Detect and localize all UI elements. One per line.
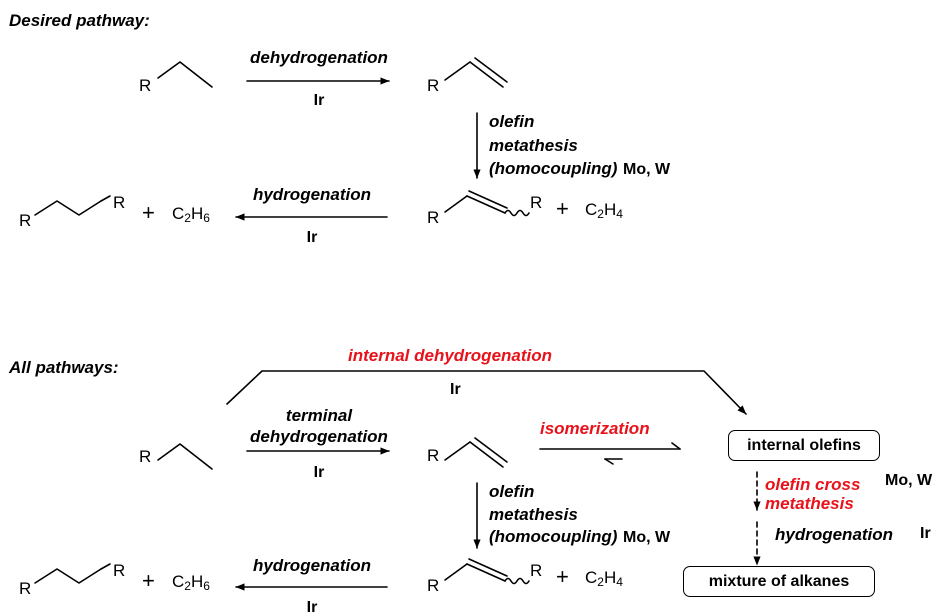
terminal-dehydrogenation-label-line1: terminal (285, 406, 353, 425)
arrow-isomerization-equilibrium (539, 442, 681, 465)
ethane-formula: C2H6 (172, 572, 210, 593)
isomerization-label: isomerization (540, 419, 650, 438)
metathesis-catalyst: Mo, W (623, 529, 671, 546)
metathesis-label-line2: metathesis (489, 505, 578, 524)
terminal-dehydrogenation-catalyst: Ir (313, 464, 325, 481)
r-group: R (427, 76, 440, 95)
plus-sign: + (142, 200, 155, 225)
internal-olefins-box: internal olefins (728, 430, 880, 461)
mixture-of-alkanes-box: mixture of alkanes (683, 566, 875, 597)
r-group: R (19, 211, 32, 230)
r-group: R (427, 446, 440, 465)
r-group: R (427, 208, 440, 227)
desired-pathway-title: Desired pathway: (9, 11, 150, 30)
metathesis-label-line1: olefin (489, 112, 535, 131)
metathesis-catalyst: Mo, W (623, 161, 671, 178)
r-group: R (427, 576, 440, 595)
cross-metathesis-catalyst: Mo, W (885, 472, 933, 489)
metathesis-label-line3: (homocoupling) (489, 159, 618, 178)
dehydrogenation-catalyst: Ir (313, 92, 325, 109)
metathesis-label-line2: metathesis (489, 136, 578, 155)
metathesis-label-line3: (homocoupling) (489, 527, 618, 546)
hydrogenation2-catalyst: Ir (920, 525, 931, 542)
r-group: R (530, 193, 543, 212)
r-group: R (139, 447, 152, 466)
r-group: R (530, 561, 543, 580)
ethane-formula: C2H6 (172, 204, 210, 225)
cross-metathesis-label-line2: metathesis (765, 494, 854, 513)
r-group: R (19, 579, 32, 598)
hydrogenation-label: hydrogenation (252, 556, 372, 575)
hydrogenation-label: hydrogenation (252, 185, 372, 204)
cross-metathesis-label-line1: olefin cross (765, 475, 861, 494)
plus-sign: + (556, 564, 569, 589)
ethylene-formula: C2H4 (585, 200, 623, 221)
terminal-olefin-bonds-top (444, 57, 508, 88)
all-pathways-title: All pathways: (9, 358, 119, 377)
long-alkane-bonds-top (34, 200, 102, 216)
internal-dehydrogenation-label: internal dehydrogenation (348, 346, 553, 365)
internal-olefin-bonds-top (444, 190, 530, 217)
alkane-bonds-top (157, 61, 213, 88)
long-alkane-bonds-bottom (34, 568, 102, 584)
plus-sign: + (142, 568, 155, 593)
dehydrogenation-label: dehydrogenation (250, 48, 388, 67)
hydrogenation-catalyst: Ir (306, 229, 318, 246)
terminal-olefin-bonds-bottom (444, 437, 508, 468)
terminal-dehydrogenation-label-line2: dehydrogenation (250, 427, 388, 446)
r-group: R (139, 76, 152, 95)
hydrogenation-catalyst: Ir (306, 599, 318, 616)
r-group: R (113, 561, 126, 580)
metathesis-label-line1: olefin (489, 482, 535, 501)
r-group: R (113, 193, 126, 212)
ethylene-formula: C2H4 (585, 568, 623, 589)
arrow-internal-dehydrogenation (226, 370, 747, 415)
hydrogenation2-label: hydrogenation (775, 525, 894, 544)
alkane-bonds-bottom (157, 443, 213, 470)
plus-sign: + (556, 196, 569, 221)
internal-dehydrogenation-catalyst: Ir (450, 381, 461, 398)
internal-olefin-bonds-bottom (444, 558, 530, 585)
